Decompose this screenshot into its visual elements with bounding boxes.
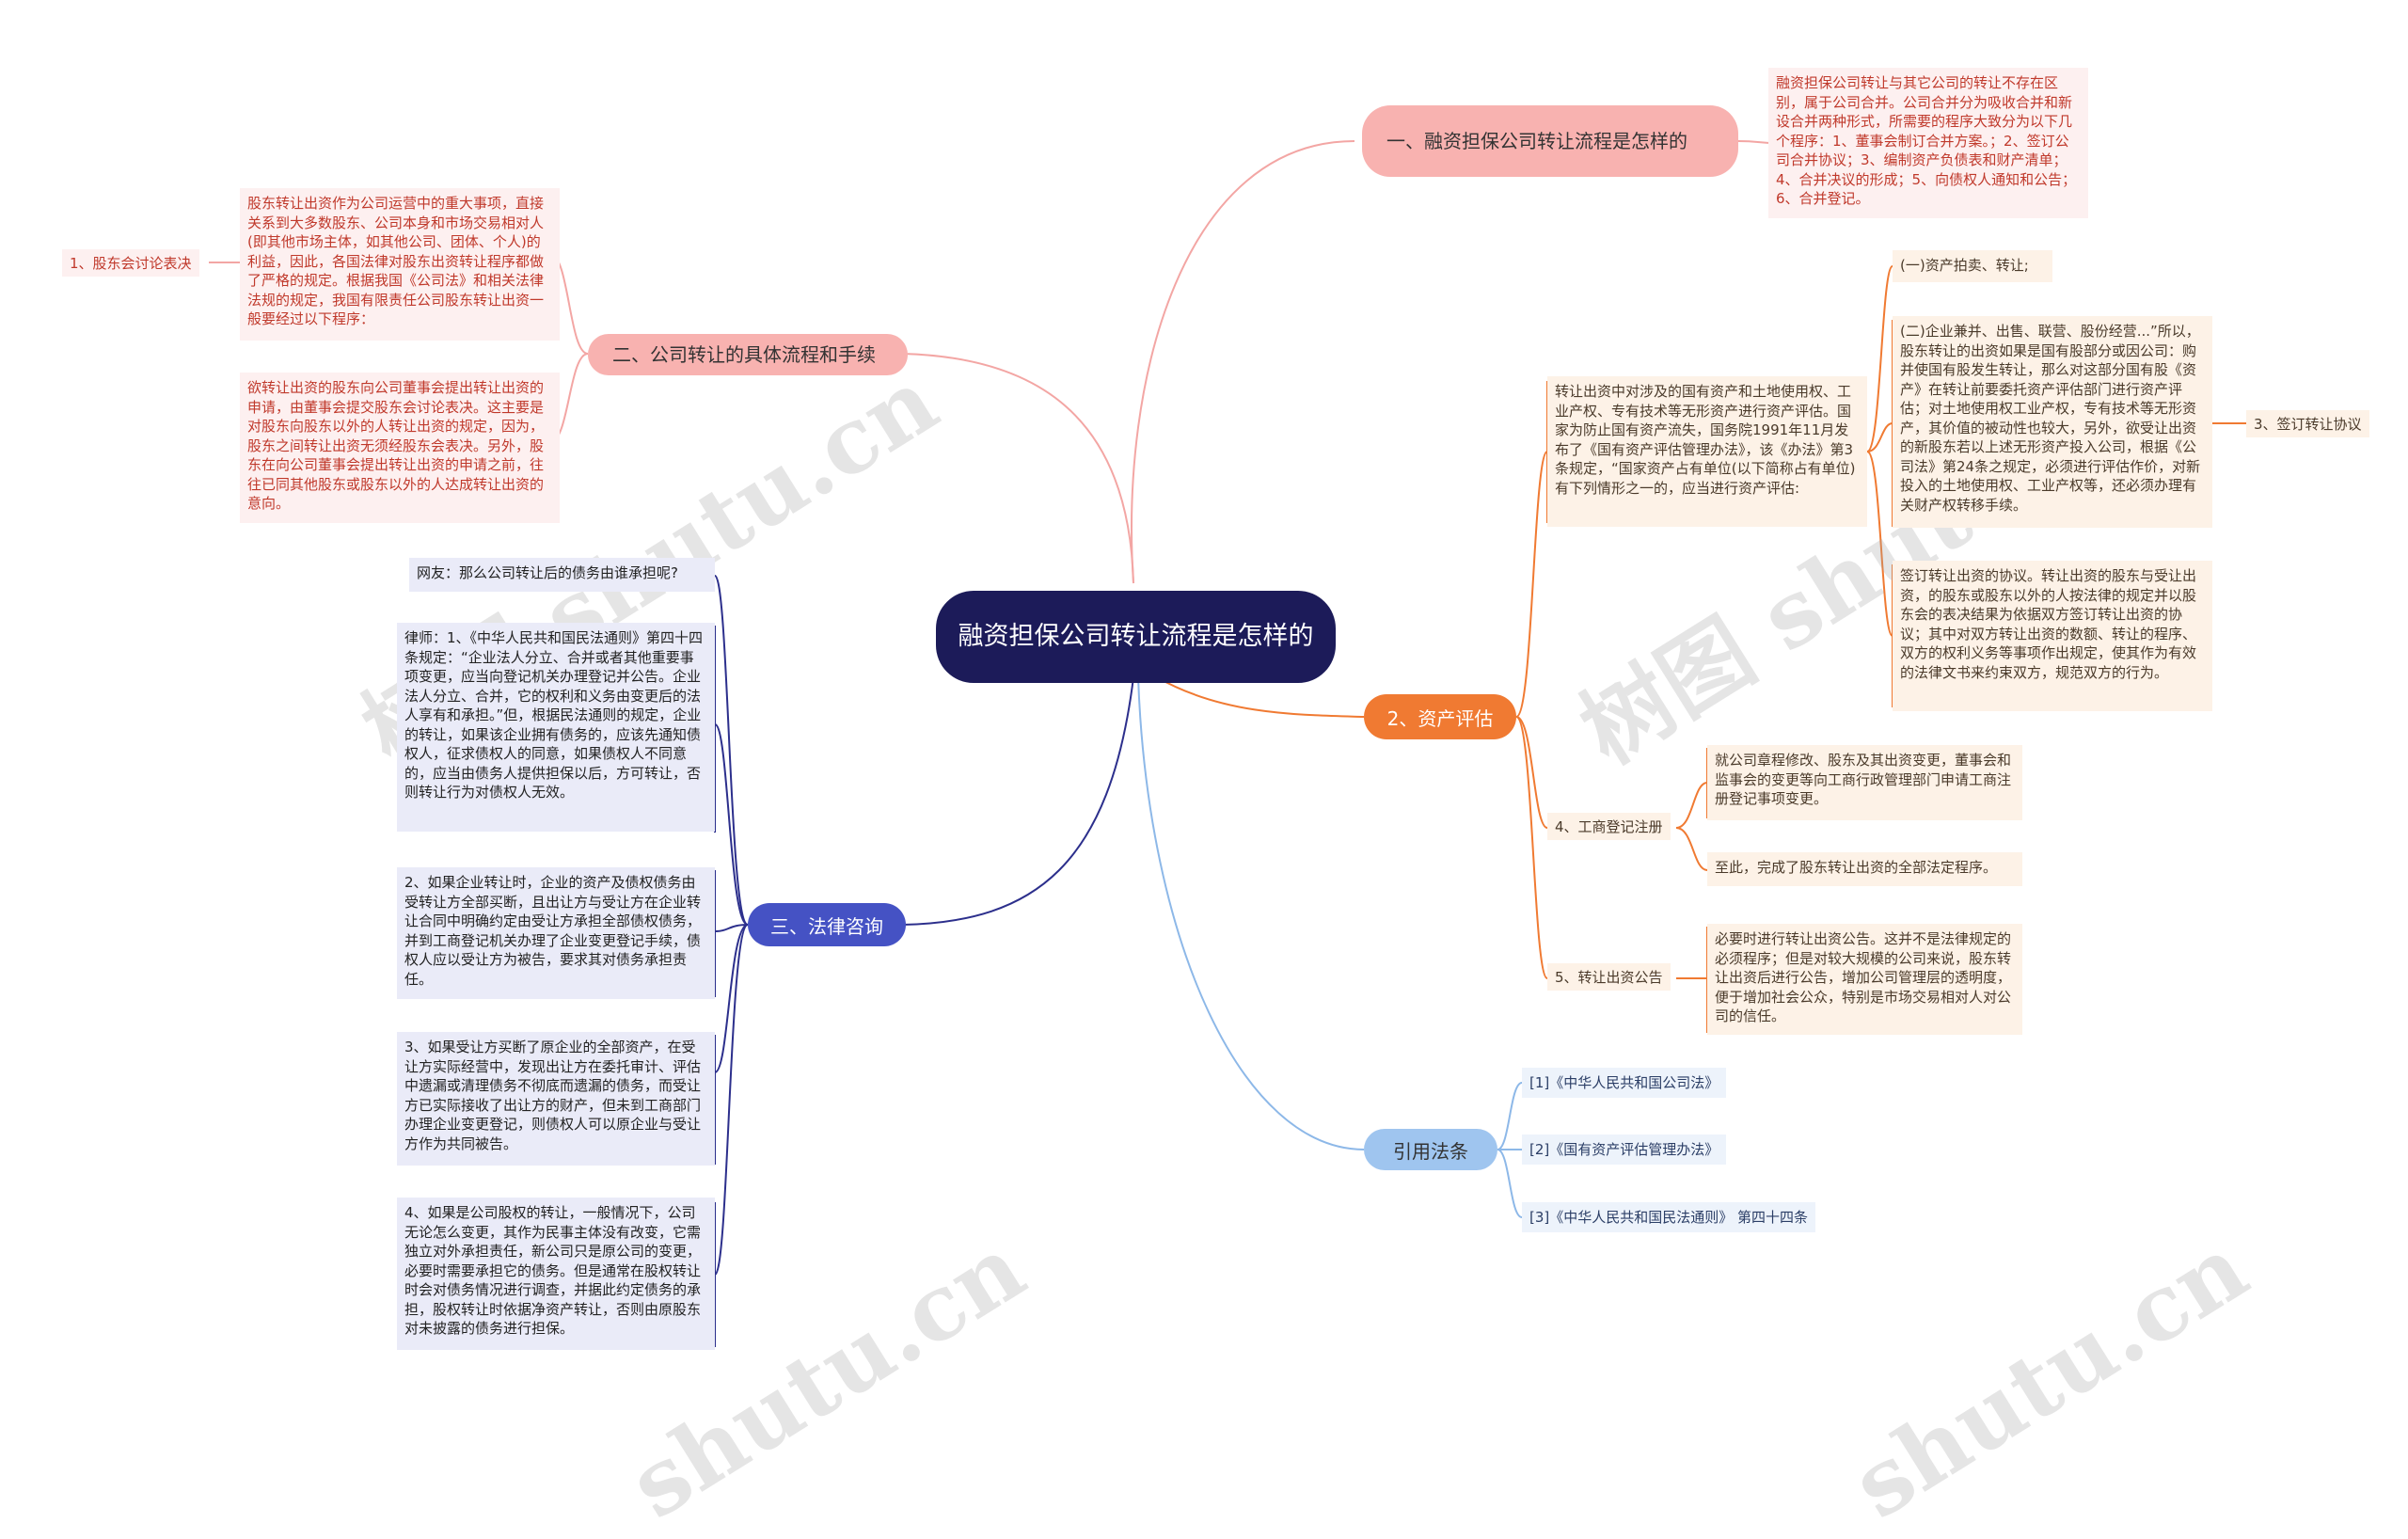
branch-4-r1-text: (一)资产拍卖、转让; [1900, 257, 2029, 274]
branch-3-question-text: 网友：那么公司转让后的债务由谁承担呢? [417, 564, 678, 581]
branch-1-leaf-text: 融资担保公司转让与其它公司的转让不存在区别，属于公司合并。公司合并分为吸收合并和… [1776, 74, 2077, 207]
branch-3-answer-1[interactable]: 律师：1、《中华人民共和国民法通则》第四十四条规定：“企业法人分立、合并或者其他… [397, 623, 715, 832]
branch-4-sub5-leaf[interactable]: 必要时进行转让出资公告。这并不是法律规定的必须程序；但是对较大规模的公司来说，股… [1707, 924, 2022, 1035]
branch-3-answer-4[interactable]: 4、如果是公司股权的转让，一般情况下，公司无论怎么变更，其作为民事主体没有改变，… [397, 1198, 715, 1350]
reference-item[interactable]: [1]《中华人民共和国公司法》 [1522, 1068, 1727, 1098]
branch-3-answer-1-text: 律师：1、《中华人民共和国民法通则》第四十四条规定：“企业法人分立、合并或者其他… [404, 629, 704, 801]
branch-3-topic[interactable]: 三、法律咨询 [748, 903, 906, 946]
branch-4-main-text: 转让出资中对涉及的国有资产和土地使用权、工业产权、专有技术等无形资产进行资产评估… [1555, 383, 1856, 497]
branch-5-label: 引用法条 [1393, 1139, 1468, 1163]
branch-3-answer-2-text: 2、如果企业转让时，企业的资产及债权债务由受转让方全部买断，且出让方与受让方在企… [404, 874, 702, 988]
branch-2-leaf-intro[interactable]: 股东转让出资作为公司运营中的重大事项，直接关系到大多数股东、公司本身和市场交易相… [240, 188, 560, 341]
branch-4-r3-text: 签订转让出资的协议。转让出资的股东与受让出资，的股东或股东以外的人按法律的规定并… [1900, 567, 2197, 681]
reference-item[interactable]: [3]《中华人民共和国民法通则》 第四十四条 [1522, 1202, 1816, 1232]
branch-4-r3-label-text: 3、签订转让协议 [2254, 416, 2362, 433]
root-title: 融资担保公司转让流程是怎样的 [958, 622, 1314, 651]
link-root-branch2 [902, 353, 1134, 584]
branch-4-topic[interactable]: 2、资产评估 [1364, 694, 1516, 739]
branch-3-question[interactable]: 网友：那么公司转让后的债务由谁承担呢? [409, 558, 715, 592]
reference-text: [3]《中华人民共和国民法通则》 第四十四条 [1529, 1209, 1809, 1226]
link-root-branch4 [1156, 676, 1365, 718]
link-root-branch5 [1137, 676, 1365, 1150]
branch-2-topic[interactable]: 二、公司转让的具体流程和手续 [588, 334, 908, 375]
link-root-branch3 [902, 676, 1134, 926]
branch-4-r1[interactable]: (一)资产拍卖、转让; [1893, 250, 2052, 282]
link-root-branch1 [1131, 140, 1355, 584]
branch-4-r3[interactable]: 签订转让出资的协议。转让出资的股东与受让出资，的股东或股东以外的人按法律的规定并… [1893, 561, 2212, 711]
branch-4-sub4-label: 4、工商登记注册 [1555, 818, 1663, 835]
branch-2-leaf-intro-text: 股东转让出资作为公司运营中的重大事项，直接关系到大多数股东、公司本身和市场交易相… [247, 195, 545, 327]
reference-text: [1]《中华人民共和国公司法》 [1529, 1074, 1719, 1091]
branch-3-answer-3[interactable]: 3、如果受让方买断了原企业的全部资产，在受让方实际经营中，发现出让方在委托审计、… [397, 1032, 715, 1166]
branch-3-answer-2[interactable]: 2、如果企业转让时，企业的资产及债权债务由受转让方全部买断，且出让方与受让方在企… [397, 867, 715, 999]
branch-3-label: 三、法律咨询 [770, 914, 883, 938]
branch-5-topic[interactable]: 引用法条 [1364, 1129, 1497, 1170]
branch-2-label: 二、公司转让的具体流程和手续 [612, 343, 876, 366]
branch-4-sub4[interactable]: 4、工商登记注册 [1547, 813, 1671, 840]
branch-4-sub4-leaf1[interactable]: 就公司章程修改、股东及其出资变更，董事会和监事会的变更等向工商行政管理部门申请工… [1707, 745, 2022, 820]
branch-4-sub4-leaf2-text: 至此，完成了股东转让出资的全部法定程序。 [1715, 859, 1998, 876]
branch-3-answer-4-text: 4、如果是公司股权的转让，一般情况下，公司无论怎么变更，其作为民事主体没有改变，… [404, 1204, 702, 1337]
branch-3-answer-3-text: 3、如果受让方买断了原企业的全部资产，在受让方实际经营中，发现出让方在委托审计、… [404, 1039, 702, 1152]
branch-1-leaf[interactable]: 融资担保公司转让与其它公司的转让不存在区别，属于公司合并。公司合并分为吸收合并和… [1768, 68, 2088, 218]
branch-4-label: 2、资产评估 [1386, 706, 1494, 730]
branch-2-leaf-apply-text: 欲转让出资的股东向公司董事会提出转让出资的申请，由董事会提交股东会讨论表决。这主… [247, 379, 545, 512]
branch-4-sub5-label: 5、转让出资公告 [1555, 969, 1663, 986]
branch-4-sub4-leaf2[interactable]: 至此，完成了股东转让出资的全部法定程序。 [1707, 852, 2022, 886]
root-topic[interactable]: 融资担保公司转让流程是怎样的 [936, 591, 1336, 683]
branch-4-r2-text: (二)企业兼并、出售、联营、股份经营...”所以，股东转让的出资如果是国有股部分… [1900, 323, 2201, 514]
reference-text: [2]《国有资产评估管理办法》 [1529, 1141, 1719, 1158]
branch-2-leaf-apply[interactable]: 欲转让出资的股东向公司董事会提出转让出资的申请，由董事会提交股东会讨论表决。这主… [240, 373, 560, 523]
branch-4-r2[interactable]: (二)企业兼并、出售、联营、股份经营...”所以，股东转让的出资如果是国有股部分… [1893, 316, 2212, 528]
branch-4-main[interactable]: 转让出资中对涉及的国有资产和土地使用权、工业产权、专有技术等无形资产进行资产评估… [1547, 376, 1867, 527]
branch-1-topic[interactable]: 一、融资担保公司转让流程是怎样的 [1362, 105, 1738, 177]
branch-4-r3-label[interactable]: 3、签订转让协议 [2246, 410, 2369, 437]
branch-4-sub5-leaf-text: 必要时进行转让出资公告。这并不是法律规定的必须程序；但是对较大规模的公司来说，股… [1715, 930, 2012, 1024]
branch-1-label: 一、融资担保公司转让流程是怎样的 [1386, 130, 1687, 152]
branch-4-sub5[interactable]: 5、转让出资公告 [1547, 963, 1671, 991]
reference-item[interactable]: [2]《国有资产评估管理办法》 [1522, 1134, 1727, 1165]
branch-4-sub4-leaf1-text: 就公司章程修改、股东及其出资变更，董事会和监事会的变更等向工商行政管理部门申请工… [1715, 752, 2012, 807]
branch-2-sub-vote[interactable]: 1、股东会讨论表决 [62, 249, 199, 277]
branch-2-sub-vote-label: 1、股东会讨论表决 [70, 255, 192, 272]
